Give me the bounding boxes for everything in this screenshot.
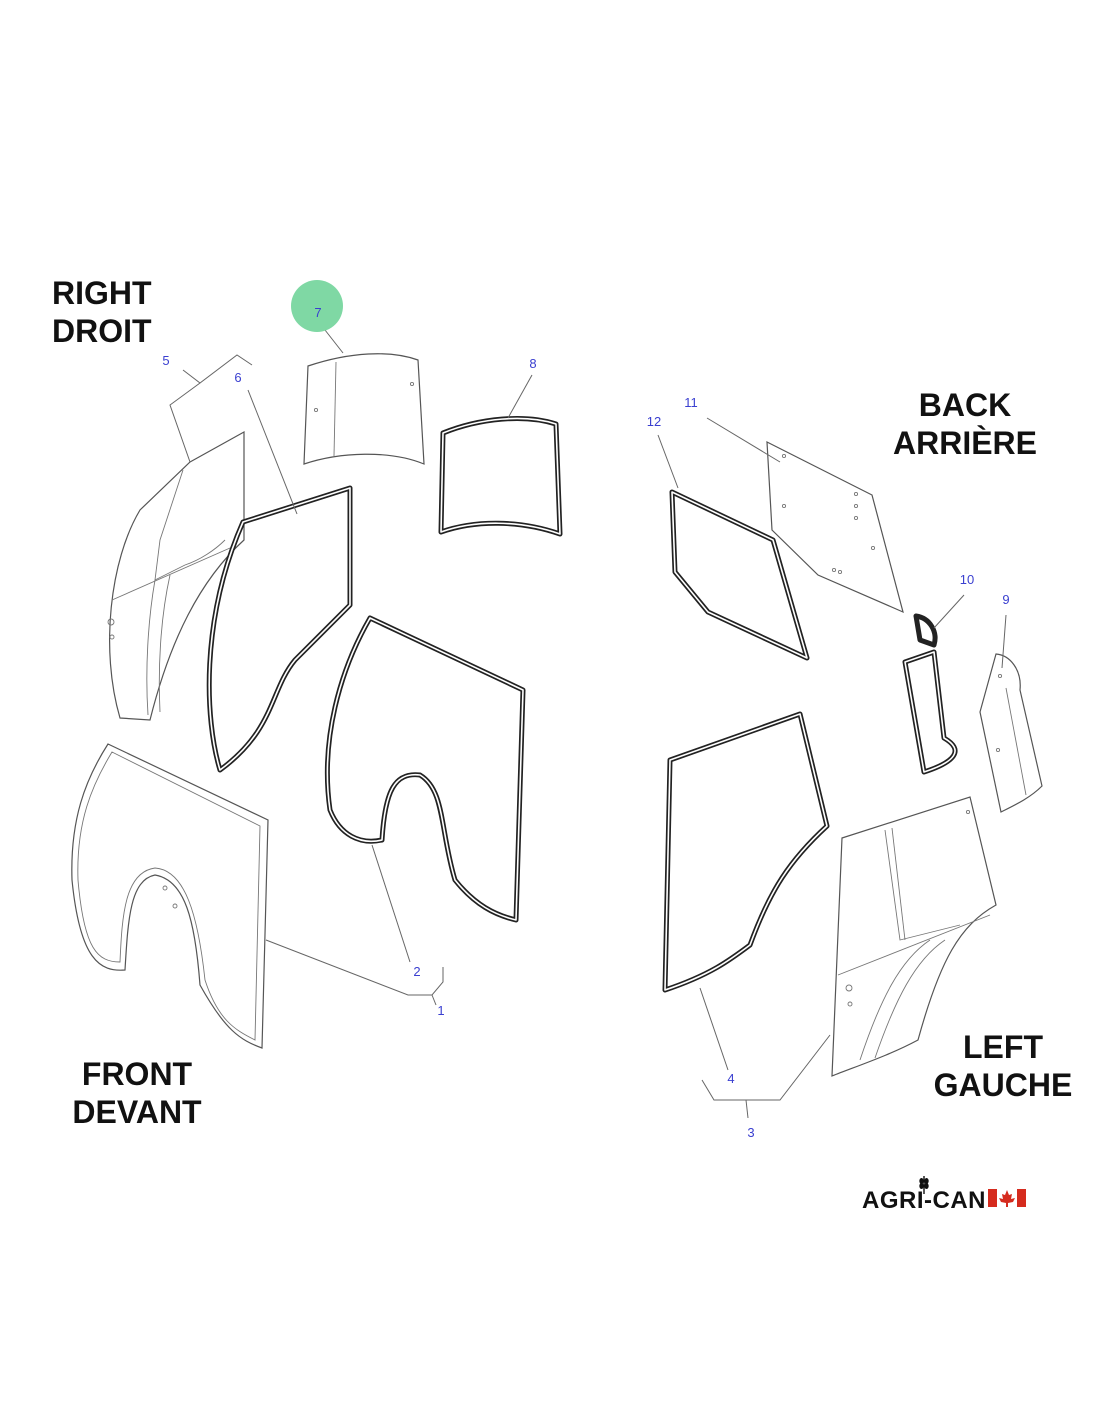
label-left-fr: GAUCHE: [933, 1067, 1073, 1103]
part-10-corner-seal[interactable]: [902, 613, 958, 775]
label-front-fr: DEVANT: [72, 1094, 202, 1130]
part-4-left-door-seal[interactable]: [662, 711, 830, 993]
callout-6[interactable]: 6: [234, 370, 241, 385]
agri-can-logo: AGRI-CAN: [862, 1175, 1026, 1215]
label-front-en: FRONT: [81, 1056, 193, 1092]
callout-7[interactable]: 7: [314, 305, 321, 320]
label-back-side: BACK ARRIÈRE: [888, 386, 1042, 462]
label-right-side: RIGHT DROIT: [52, 274, 152, 350]
callout-9[interactable]: 9: [1002, 592, 1009, 607]
canada-flag-icon: [988, 1189, 1026, 1207]
leader-lines: [169, 329, 1007, 1119]
callout-2[interactable]: 2: [413, 964, 420, 979]
label-right-fr: DROIT: [52, 313, 152, 349]
label-left-side: LEFT GAUCHE: [928, 1028, 1078, 1104]
label-back-fr: ARRIÈRE: [892, 425, 1037, 461]
part-9-corner-glass[interactable]: [979, 653, 1043, 813]
callout-numbers: 1 2 3 4 5 6 7 8 9 10 11 12: [162, 305, 1009, 1140]
part-12-back-seal[interactable]: [669, 489, 810, 661]
part-7-right-upper-glass[interactable]: [303, 353, 425, 465]
label-back-en: BACK: [918, 387, 1012, 423]
label-right-en: RIGHT: [52, 275, 152, 311]
part-2-front-seal[interactable]: [324, 615, 526, 923]
callout-1[interactable]: 1: [437, 1003, 444, 1018]
wheat-icon: [919, 1176, 929, 1194]
part-1-front-windscreen[interactable]: [71, 743, 269, 1049]
callout-8[interactable]: 8: [529, 356, 536, 371]
part-11-back-glass[interactable]: [766, 440, 904, 614]
label-left-en: LEFT: [963, 1029, 1043, 1065]
callout-3[interactable]: 3: [747, 1125, 754, 1140]
callout-10[interactable]: 10: [960, 572, 974, 587]
label-front-side: FRONT DEVANT: [66, 1055, 208, 1131]
highlight-marker: [291, 280, 343, 332]
part-5-right-door-glass[interactable]: [107, 430, 245, 721]
callout-5[interactable]: 5: [162, 353, 169, 368]
part-8-upper-seal[interactable]: [438, 416, 563, 537]
callout-11[interactable]: 11: [684, 395, 698, 410]
part-6-right-door-seal[interactable]: [206, 485, 353, 773]
callout-12[interactable]: 12: [647, 414, 661, 429]
part-3-left-door-glass[interactable]: [831, 796, 997, 1077]
callout-4[interactable]: 4: [727, 1071, 734, 1086]
